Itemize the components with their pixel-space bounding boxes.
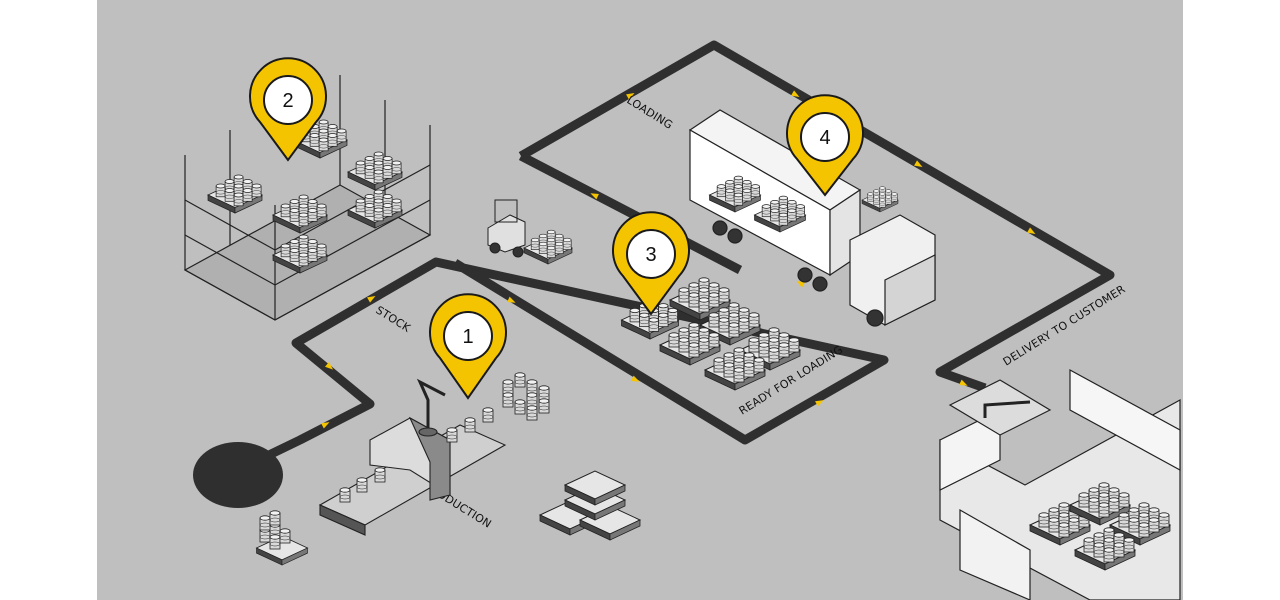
marker-ready-for-loading[interactable]: 3 bbox=[612, 211, 690, 316]
marker-loading[interactable]: 4 bbox=[786, 94, 864, 197]
storage-racks bbox=[183, 75, 432, 321]
route-road bbox=[236, 40, 1115, 475]
marker-number-3: 3 bbox=[645, 244, 656, 266]
marker-number-2: 2 bbox=[282, 90, 293, 112]
marker-number-1: 1 bbox=[462, 326, 473, 348]
customer-warehouse bbox=[939, 368, 1181, 600]
forklift bbox=[487, 199, 572, 264]
marker-number-4: 4 bbox=[819, 127, 830, 149]
marker-stock[interactable]: 2 bbox=[249, 57, 327, 162]
marker-production[interactable]: 1 bbox=[429, 293, 507, 400]
start-hub bbox=[193, 442, 283, 508]
production-line bbox=[318, 378, 507, 536]
